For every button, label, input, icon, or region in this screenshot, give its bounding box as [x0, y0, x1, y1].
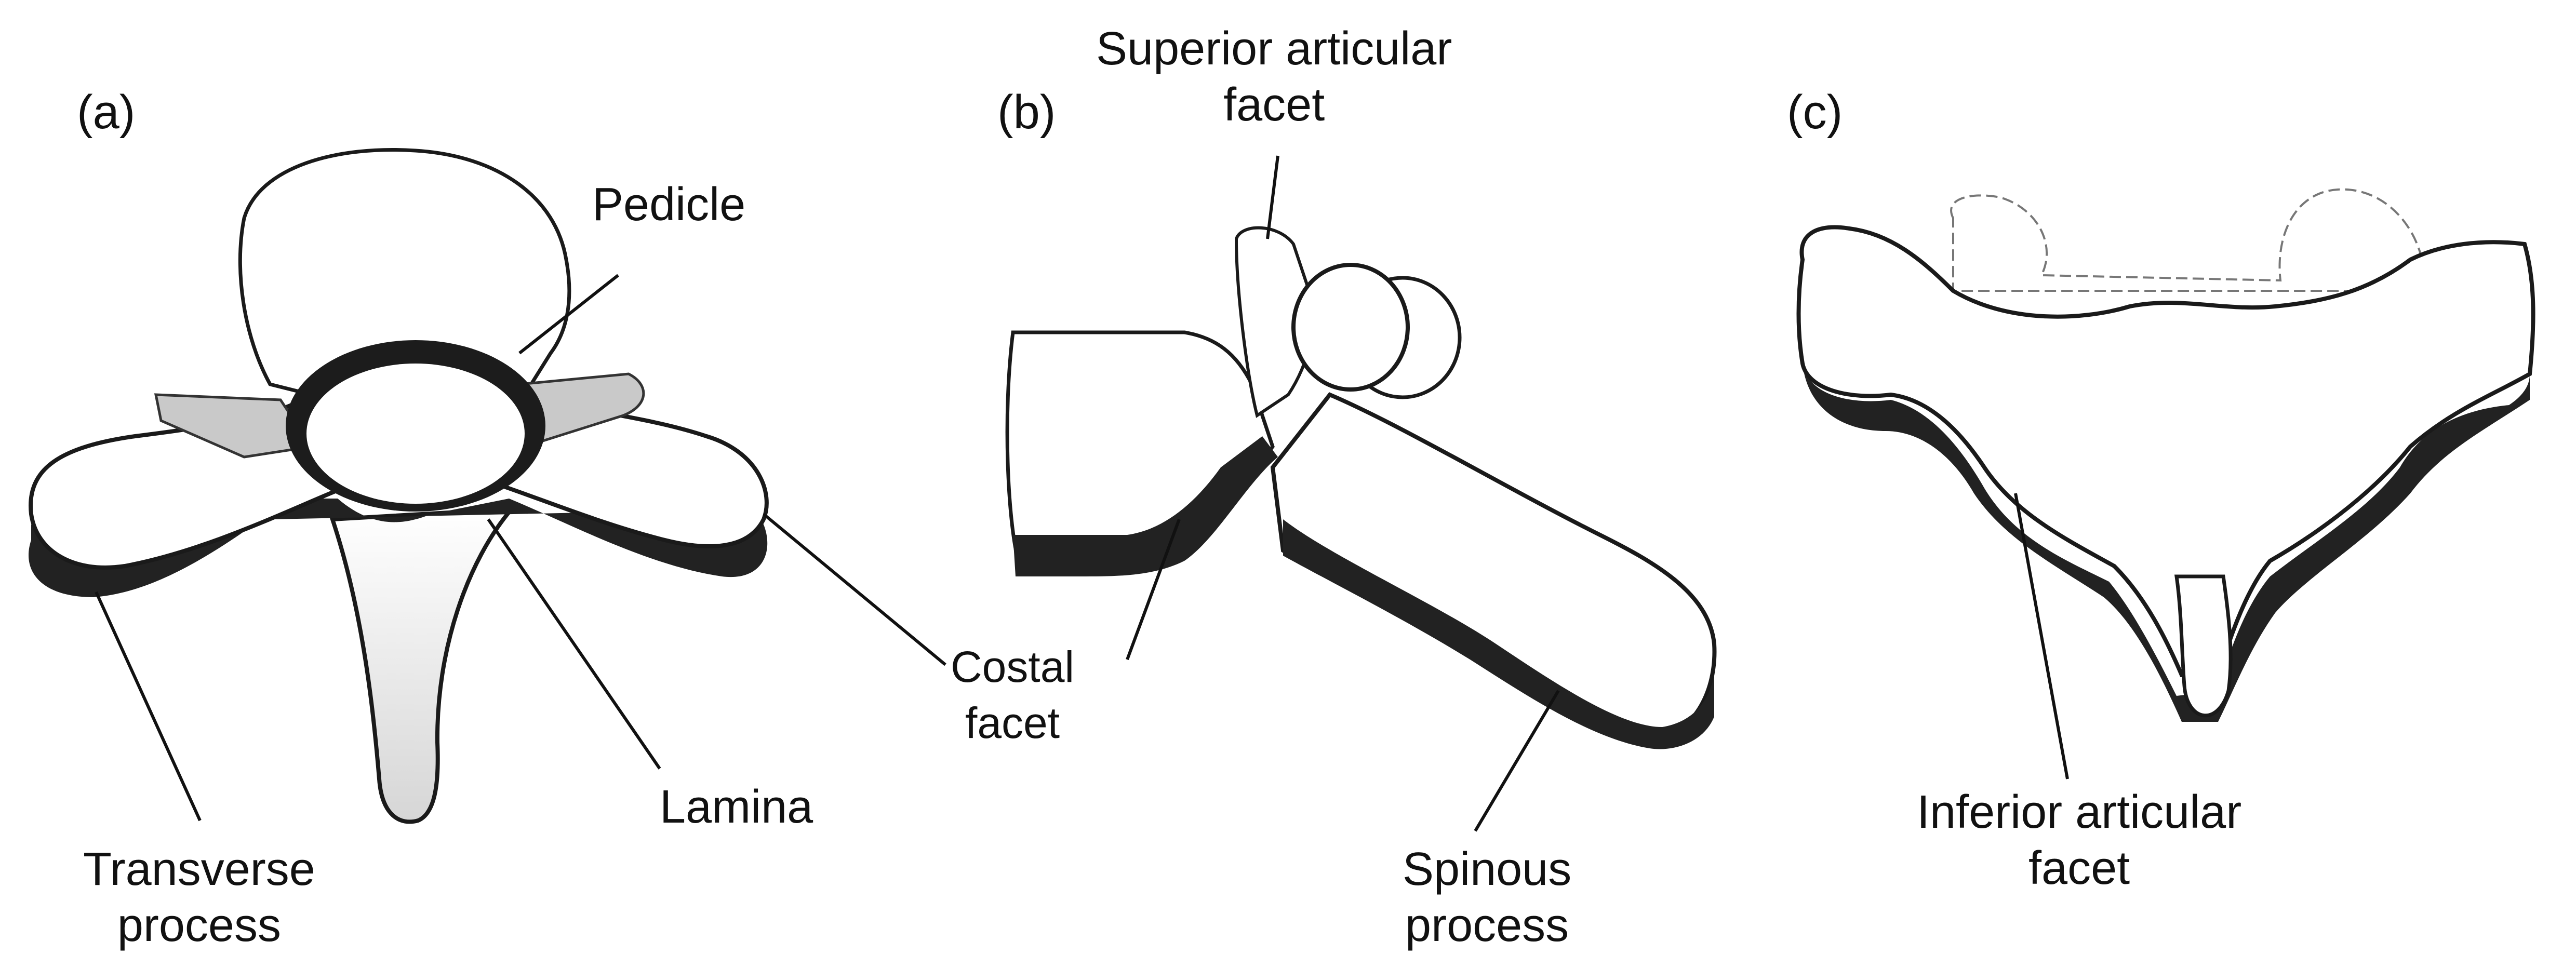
panel-a-vertebra-drawing	[29, 150, 767, 822]
label-pedicle: Pedicle	[592, 177, 745, 233]
panel-b-vertebral-body	[1007, 332, 1273, 561]
label-costal-line2: facet	[951, 695, 1074, 751]
label-superior-line2: facet	[1096, 77, 1452, 133]
leader-spinous	[1475, 691, 1558, 831]
label-spinous-line2: process	[1403, 897, 1571, 953]
label-inferior-line2: facet	[1917, 840, 2241, 896]
label-transverse-line1: Transverse	[83, 841, 315, 897]
panel-c-tag: (c)	[1787, 86, 1843, 138]
label-costal-line1: Costal	[951, 639, 1074, 695]
label-transverse-process: Transverse process	[83, 841, 315, 953]
label-lamina-line1: Lamina	[660, 779, 813, 835]
panel-a-foramen-opening	[306, 364, 525, 504]
leader-transverse	[96, 592, 200, 821]
panel-c-superior-knobs	[1951, 190, 2421, 291]
label-superior-line1: Superior articular	[1096, 21, 1452, 77]
panel-c-spinous-tip	[2177, 576, 2231, 716]
leader-superior	[1267, 156, 1278, 239]
label-inferior-articular-facet: Inferior articular facet	[1917, 784, 2241, 896]
panel-a-tag: (a)	[77, 86, 135, 138]
panel-b-tag: (b)	[997, 86, 1056, 138]
panel-b-vertebra-drawing	[1007, 228, 1714, 749]
label-pedicle-line1: Pedicle	[592, 177, 745, 233]
leader-lamina	[488, 519, 660, 769]
panel-a-spinous-process	[332, 509, 512, 822]
label-inferior-line1: Inferior articular	[1917, 784, 2241, 840]
label-costal-facet: Costal facet	[951, 639, 1074, 751]
leader-costal-to-transverse	[764, 514, 945, 665]
panel-c-vertebra-drawing	[1799, 190, 2533, 722]
label-spinous-line1: Spinous	[1403, 841, 1571, 897]
label-spinous-process: Spinous process	[1403, 841, 1571, 953]
label-superior-articular-facet: Superior articular facet	[1096, 21, 1452, 133]
label-lamina: Lamina	[660, 779, 813, 835]
panel-b-articular-knob-front	[1293, 265, 1408, 389]
label-transverse-line2: process	[83, 897, 315, 953]
